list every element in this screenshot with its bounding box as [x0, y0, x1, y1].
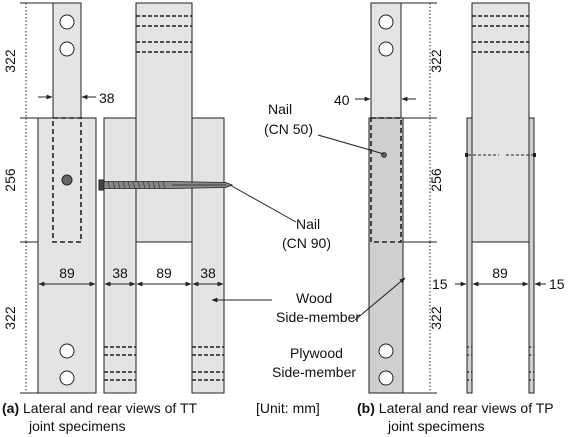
- caption-a-line1: (a) Lateral and rear views of TT: [2, 400, 198, 416]
- circle-hole-icon: [378, 14, 394, 30]
- dimension-texts: 322 256 322 322 256 322 38 40 89 38 89 3…: [2, 49, 565, 330]
- label-plywood-line1: Plywood: [290, 345, 343, 361]
- tp-main-member-hidden-outline: [370, 117, 402, 243]
- dim-tt-side-89: 89: [59, 265, 75, 281]
- caption-b-title: Lateral and rear views of TP: [375, 400, 554, 416]
- caption-a-line2: joint specimens: [28, 418, 126, 434]
- circle-hole-icon: [378, 370, 394, 386]
- circle-hole-icon: [59, 41, 75, 57]
- tp-rear-view: [465, 2, 536, 394]
- tp-rear-main-member: [471, 2, 530, 243]
- dim-joint-length-tp: 256: [428, 168, 444, 192]
- dim-top-length-tp: 322: [428, 49, 444, 73]
- label-wood-line2: Side-member: [276, 309, 360, 325]
- dim-bottom-length-tt: 322: [2, 306, 18, 330]
- label-wood-line1: Wood: [296, 290, 332, 306]
- caption-a-title: Lateral and rear views of TT: [19, 400, 197, 416]
- dim-top-length-tt: 322: [2, 49, 18, 73]
- captions: (a) Lateral and rear views of TT joint s…: [2, 400, 554, 434]
- tt-rear-side-member-left: [103, 117, 137, 394]
- caption-a-tag: (a): [2, 400, 19, 416]
- circle-hole-icon: [59, 343, 75, 359]
- label-nail-cn90-line1: Nail: [296, 216, 320, 232]
- dim-tp-main-width: 40: [334, 92, 350, 108]
- nail-head-icon: [465, 153, 536, 157]
- caption-b-tag: (b): [357, 400, 375, 416]
- hole-dashes: [104, 15, 224, 381]
- circle-hole-icon: [59, 14, 75, 30]
- unit-label: [Unit: mm]: [256, 400, 320, 416]
- label-nail-cn50-line2: (CN 50): [264, 121, 313, 137]
- tp-rear-plywood-left: [466, 117, 473, 394]
- dim-tp-main-89: 89: [492, 265, 508, 281]
- circle-hole-icon: [378, 41, 394, 57]
- hole-dashes: [467, 346, 534, 381]
- tp-rear-plywood-right: [528, 117, 535, 394]
- dim-tt-side-38-left: 38: [112, 265, 128, 281]
- hole-dashes: [472, 15, 529, 53]
- dim-tt-side-38-right: 38: [200, 265, 216, 281]
- circle-hole-icon: [59, 370, 75, 386]
- caption-b-line1: (b) Lateral and rear views of TP: [357, 400, 554, 416]
- label-nail-cn50-line1: Nail: [268, 101, 292, 117]
- label-plywood-line2: Side-member: [272, 364, 356, 380]
- tt-rear-main-member: [135, 2, 193, 243]
- dim-joint-length-tt: 256: [2, 168, 18, 192]
- dim-tt-main-89: 89: [156, 265, 172, 281]
- nail-head-icon: [61, 174, 73, 186]
- circle-hole-icon: [378, 343, 394, 359]
- dim-tt-main-width: 38: [99, 90, 115, 106]
- tt-lateral-view: [37, 2, 97, 394]
- label-nail-cn90-line2: (CN 90): [282, 235, 331, 251]
- tt-main-member-hidden-outline: [52, 117, 82, 243]
- dim-tp-plywood-15-right: 15: [549, 276, 565, 292]
- caption-b-line2: joint specimens: [387, 418, 485, 434]
- callout-labels: Nail (CN 50) Nail (CN 90) Wood Side-memb…: [264, 101, 360, 380]
- tp-lateral-view: [368, 2, 404, 394]
- screw-nail-icon: [98, 179, 234, 191]
- dim-tp-plywood-15-left: 15: [432, 276, 448, 292]
- tt-rear-side-member-right: [191, 117, 225, 394]
- dim-bottom-length-tp: 322: [428, 306, 444, 330]
- tt-rear-view: [98, 2, 234, 394]
- dimension-lines: [20, 2, 546, 394]
